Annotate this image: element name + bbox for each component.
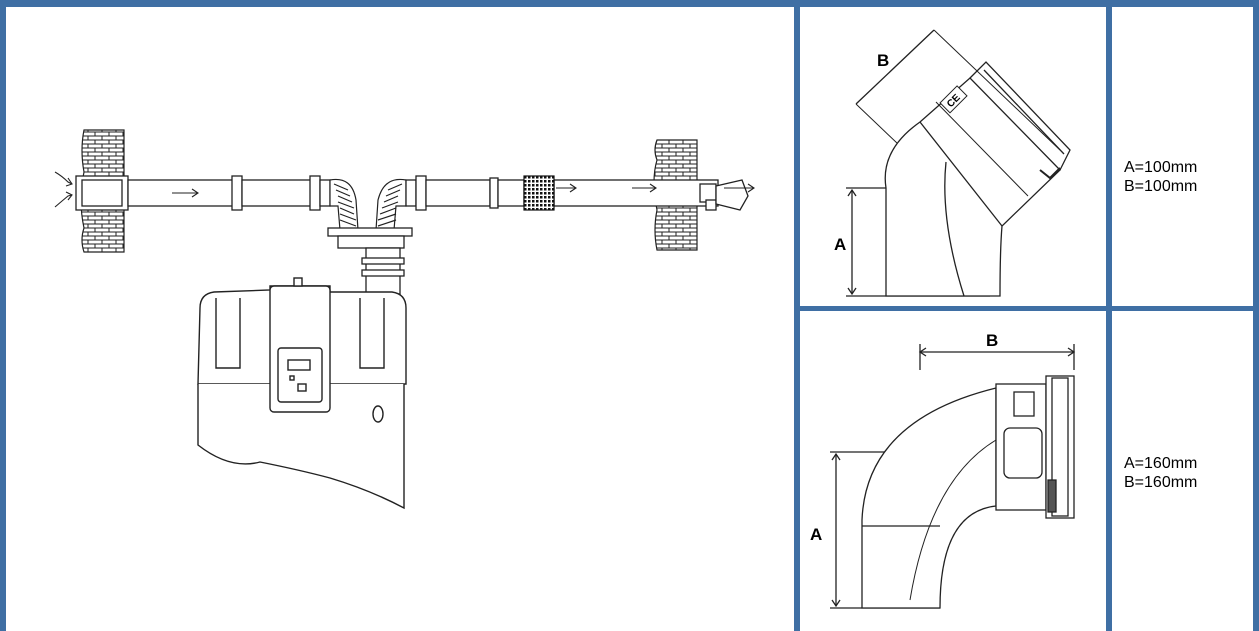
elbow-45-spec: A=100mm B=100mm (1124, 158, 1197, 196)
flow-arrow-icon (556, 183, 755, 193)
elbow-45-spec-b: B=100mm (1124, 178, 1198, 195)
elbow-45-label-a: A (834, 235, 846, 254)
flow-arrow-icon (172, 188, 199, 198)
boiler-icon (197, 277, 407, 510)
elbow-45-spec-a: A=100mm (1124, 159, 1198, 176)
elbow-90-spec-a: A=160mm (1124, 455, 1198, 472)
elbow-90-label-a: A (810, 525, 822, 544)
left-pipe-run (75, 175, 331, 211)
elbow-90-spec-b: B=160mm (1124, 474, 1198, 491)
flex-duct-icon (329, 178, 407, 231)
elbow-90-label-b: B (986, 331, 998, 350)
flue-manifold (327, 227, 413, 295)
intake-arrows-icon (54, 171, 73, 208)
elbow-90-spec: A=160mm B=160mm (1124, 454, 1197, 492)
elbow-45-label-b: B (877, 51, 889, 70)
terminal-grille-icon (523, 175, 555, 211)
